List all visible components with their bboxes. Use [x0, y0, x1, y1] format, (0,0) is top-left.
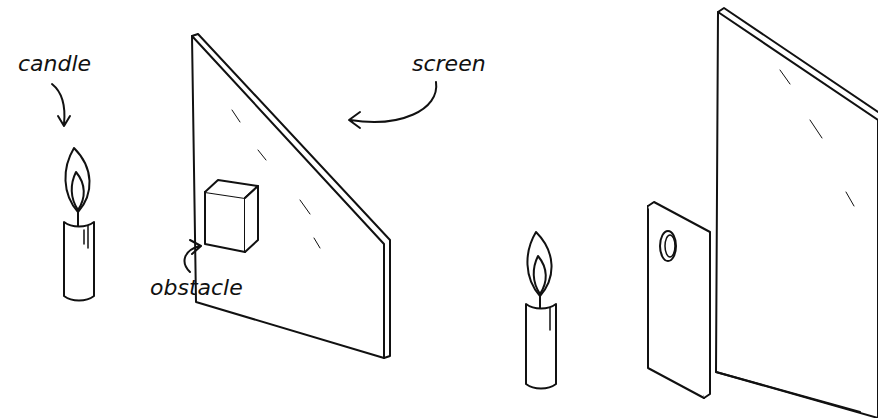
obstacle-box: [205, 180, 258, 252]
obstacle-label: obstacle: [150, 276, 243, 300]
wick: [539, 296, 541, 308]
candle: [64, 148, 94, 301]
screen-arrow: [349, 82, 436, 128]
screen-edge-right: [718, 8, 878, 112]
screen-face-right: [716, 12, 878, 418]
box-front: [205, 192, 245, 252]
flame-inner: [72, 172, 84, 210]
flame-inner: [534, 256, 546, 294]
candle-body: [64, 222, 94, 301]
screen-edge: [192, 34, 390, 358]
screen-face: [192, 36, 384, 358]
screen-shine-right: [780, 70, 854, 206]
obstacle-arrow: [185, 240, 201, 272]
flame: [65, 148, 89, 212]
screen-label: screen: [412, 52, 486, 76]
candle-label: candle: [18, 52, 91, 76]
hole-inner: [665, 235, 675, 257]
candle-arrow: [52, 84, 70, 126]
screen-panel: [192, 34, 390, 358]
box-side: [245, 186, 258, 252]
hole: [660, 231, 676, 261]
wax-drip: [549, 308, 551, 330]
wax-drip: [84, 226, 88, 248]
plate-edge: [648, 202, 710, 398]
screen-panel-right: [716, 8, 878, 418]
screen-bottom-right: [716, 372, 860, 412]
candle-body: [526, 304, 556, 389]
candle-right: [526, 232, 556, 389]
plate-with-hole: [648, 202, 710, 398]
flame: [527, 232, 551, 296]
wick: [77, 212, 79, 226]
